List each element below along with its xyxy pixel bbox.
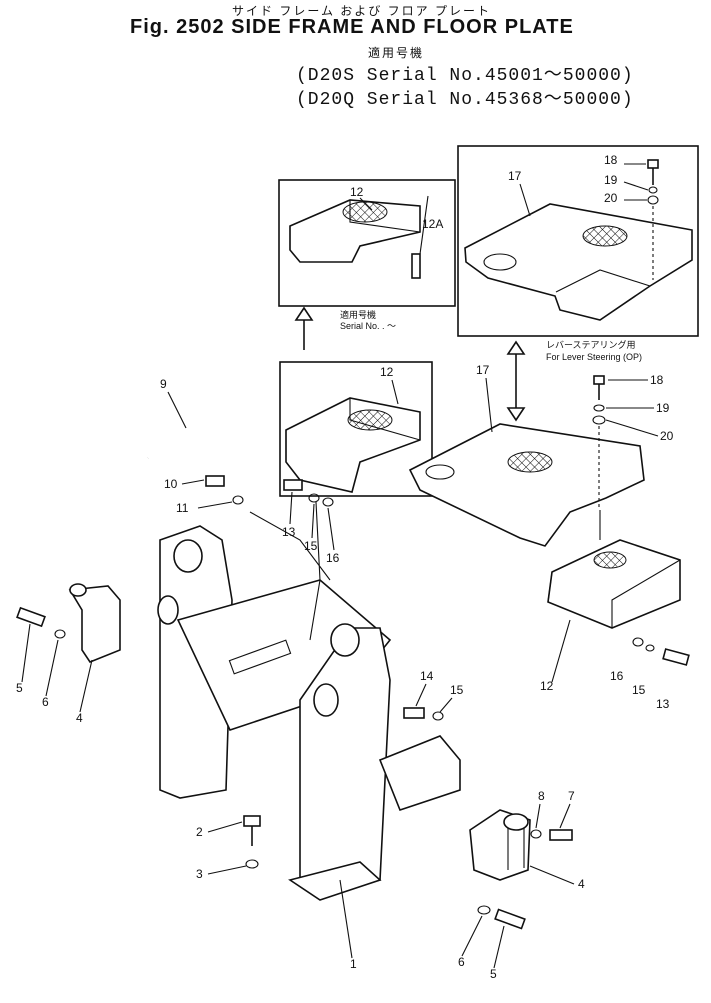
bracket-4-left: 5 6 4 — [16, 583, 121, 725]
callout-1: 1 — [350, 957, 357, 971]
callout-11: 11 — [176, 501, 189, 515]
bracket-4-right: 8 7 4 6 5 — [458, 789, 585, 981]
callout-4: 4 — [578, 877, 585, 891]
callout-19: 19 — [604, 173, 618, 187]
callout-15: 15 — [450, 683, 464, 697]
callout-10: 10 — [164, 477, 178, 491]
header: サイド フレーム および フロア プレート Fig. 2502 SIDE FRA… — [0, 0, 711, 110]
jp-title: サイド フレーム および フロア プレート — [232, 4, 491, 18]
hardware-18-19-20: 18 19 20 — [592, 373, 674, 510]
callout-18: 18 — [650, 373, 664, 387]
callout-3: 3 — [196, 867, 203, 881]
interchange-arrow-left — [294, 306, 314, 350]
inset-left-serial-note: Serial No. . ～ — [340, 321, 396, 331]
serial-range-d20q: (D20Q Serial No.45368～50000) — [296, 90, 634, 110]
inset-right-jp-note: レバーステアリング用 — [546, 339, 636, 350]
floor-plate-12-box: 12 — [279, 361, 433, 497]
inset-left-jp-note: 適用号機 — [340, 309, 376, 320]
assembly-leader-lines — [249, 501, 601, 641]
callout-18: 18 — [604, 153, 618, 167]
grab-handle-9: 9 10 11 — [147, 377, 270, 515]
interchange-arrow-right — [506, 340, 526, 422]
callout-16: 16 — [326, 551, 340, 565]
callout-13: 13 — [656, 697, 670, 711]
hardware-2-3: 2 3 — [196, 815, 261, 881]
callout-6: 6 — [42, 695, 49, 709]
callout-5: 5 — [16, 681, 23, 695]
callout-4: 4 — [76, 711, 83, 725]
inset-box-left: 12 12A — [278, 179, 456, 307]
callout-12: 12 — [380, 365, 394, 379]
callout-7: 7 — [568, 789, 575, 803]
inset-box-right: 17 18 19 20 — [457, 145, 699, 337]
callout-12: 12 — [350, 185, 364, 199]
callout-9: 9 — [160, 377, 167, 391]
callout-20: 20 — [660, 429, 674, 443]
hardware-14-15: 14 15 — [403, 669, 464, 721]
callout-17: 17 — [476, 363, 490, 377]
callout-8: 8 — [538, 789, 545, 803]
callout-2: 2 — [196, 825, 203, 839]
callout-15: 15 — [304, 539, 318, 553]
callout-15: 15 — [632, 683, 646, 697]
side-frame-1: 1 — [157, 525, 461, 971]
callout-12: 12 — [540, 679, 554, 693]
serial-range-d20s: (D20S Serial No.45001～50000) — [296, 66, 634, 86]
callout-20: 20 — [604, 191, 618, 205]
inset-right-note: For Lever Steering (OP) — [546, 352, 642, 362]
callout-17: 17 — [508, 169, 522, 183]
callout-6: 6 — [458, 955, 465, 969]
floor-plate-17: 17 — [408, 363, 645, 547]
callout-12a: 12A — [422, 217, 443, 231]
callout-14: 14 — [420, 669, 434, 683]
callout-16: 16 — [610, 669, 624, 683]
callout-5: 5 — [490, 967, 497, 981]
jp-applicable-label: 適用号機 — [368, 46, 425, 60]
figure-title: Fig. 2502 SIDE FRAME AND FLOOR PLATE — [130, 16, 574, 38]
hardware-13-15-16-left: 13 15 16 — [282, 479, 340, 565]
floor-plate-12-right: 12 16 15 13 — [540, 539, 690, 711]
callout-19: 19 — [656, 401, 670, 415]
